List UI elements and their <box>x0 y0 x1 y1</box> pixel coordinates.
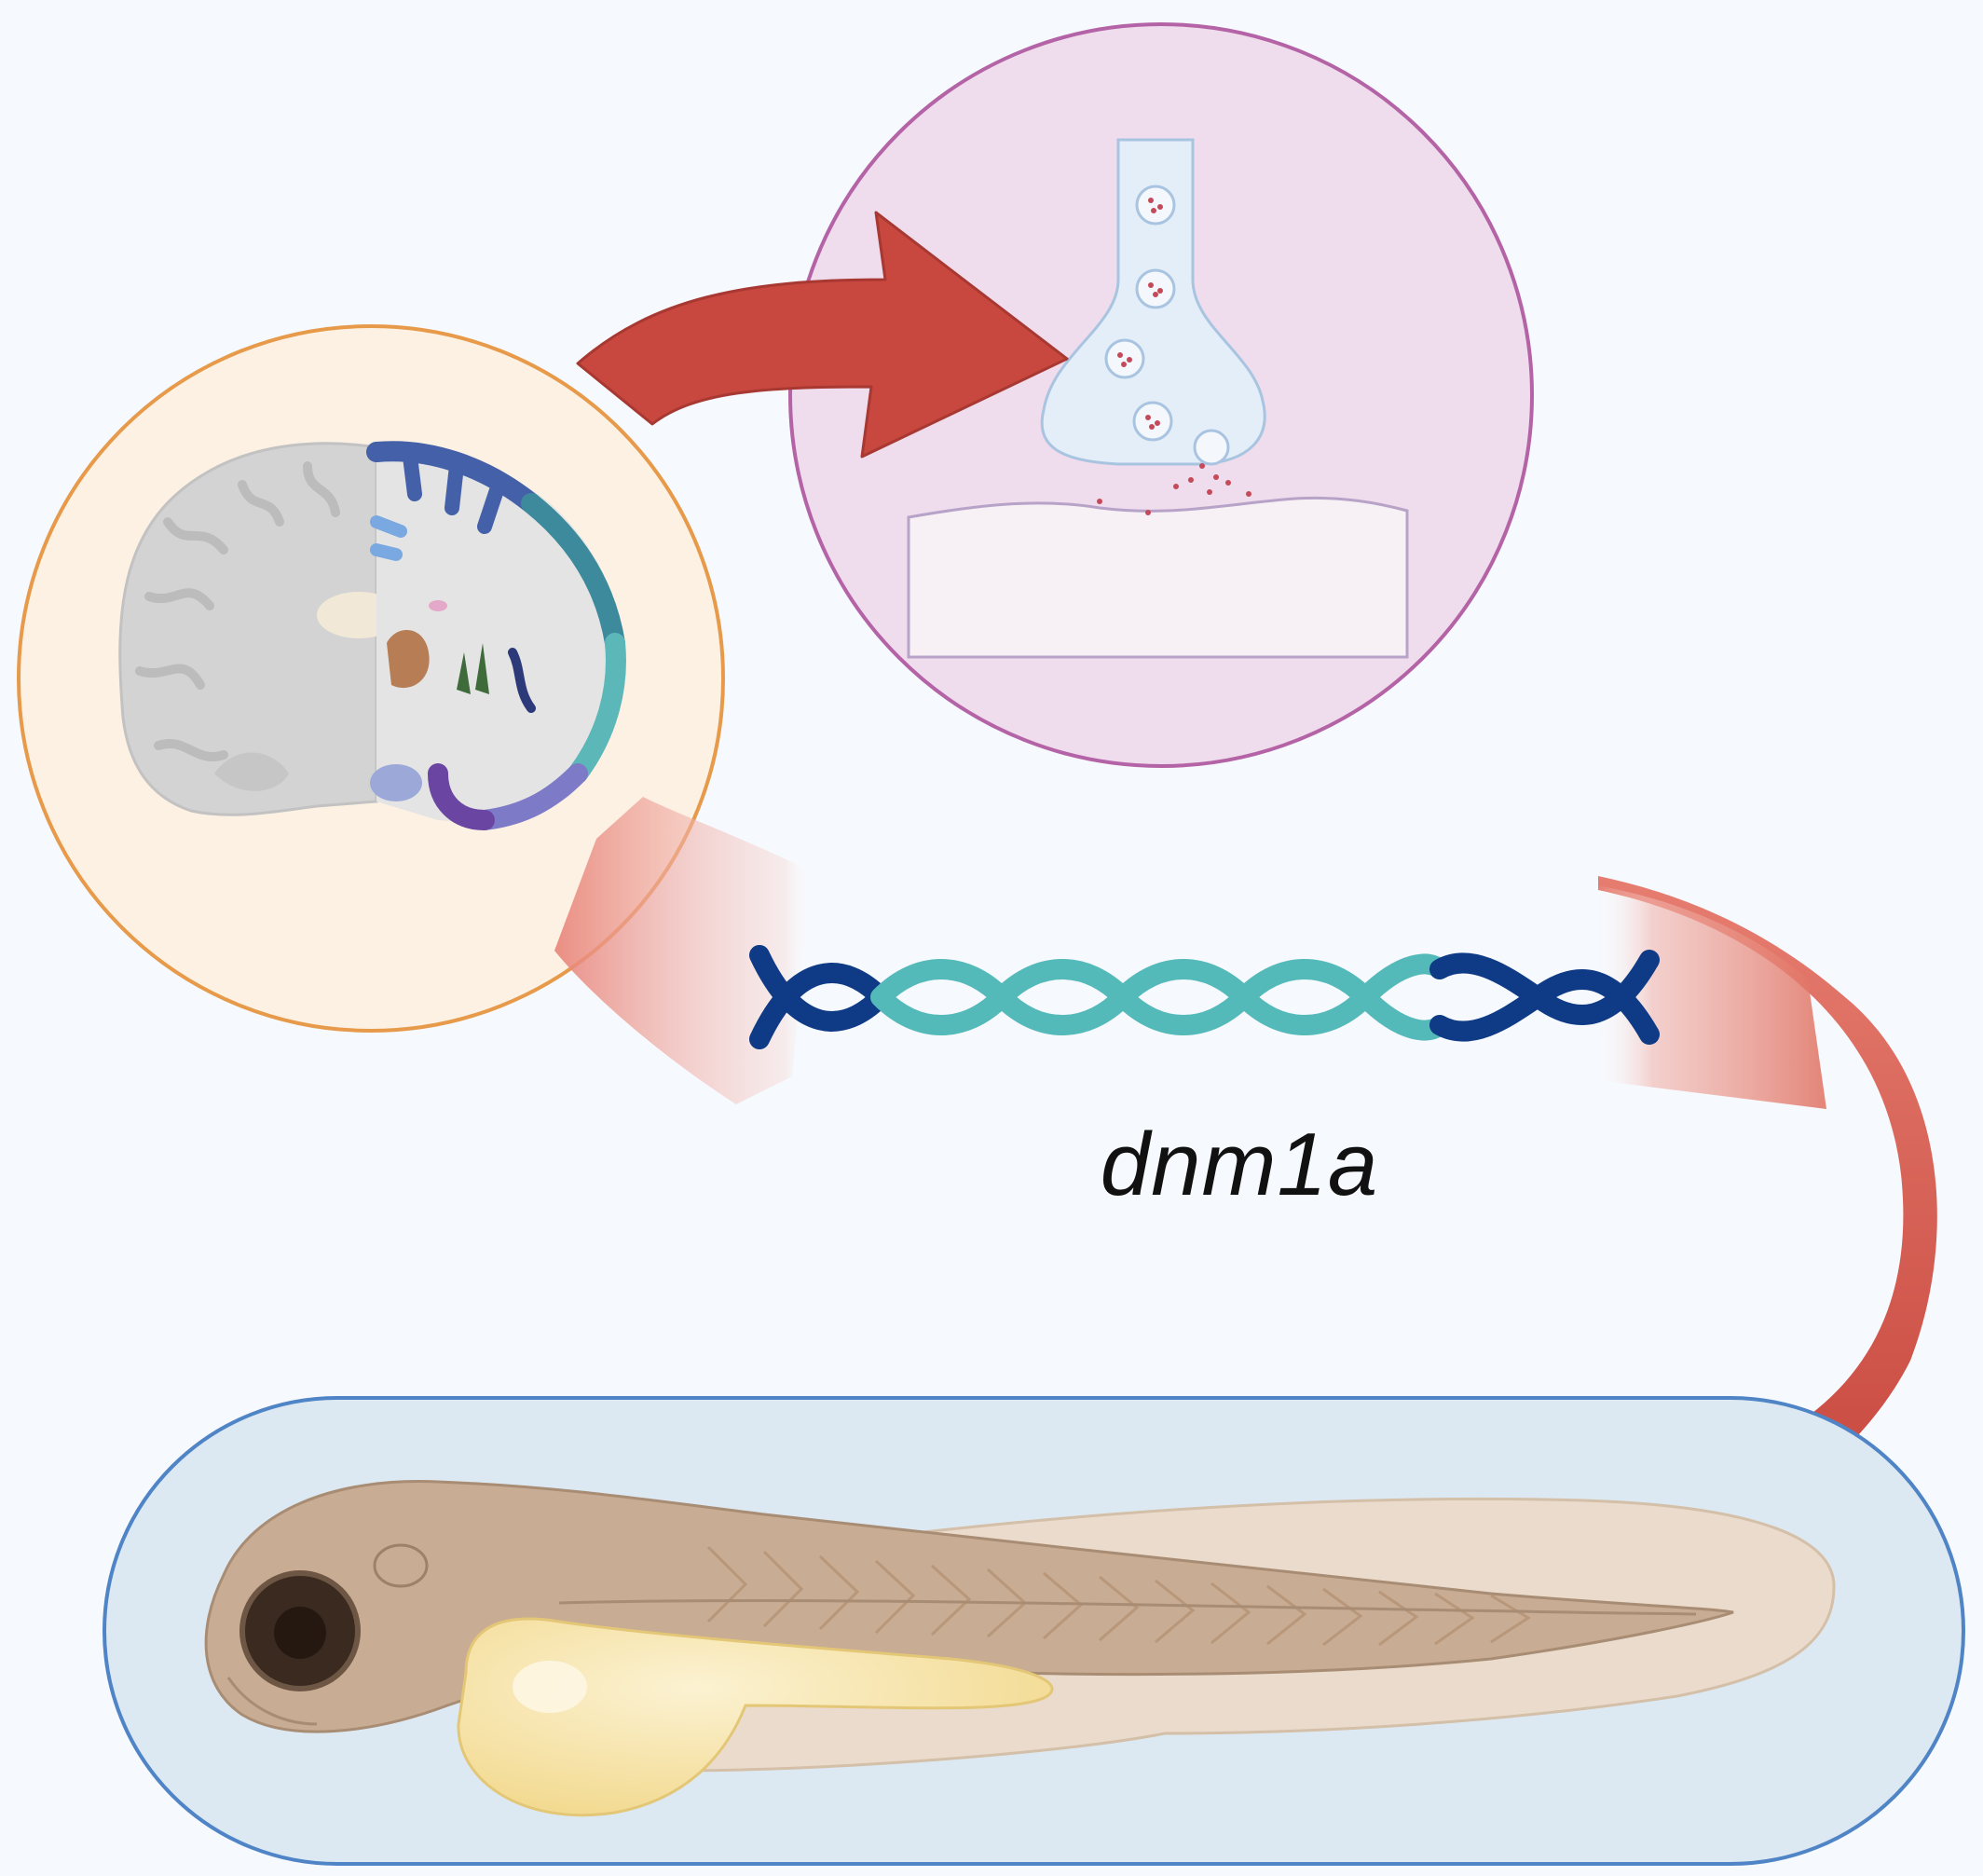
arrow-brain-to-gene <box>554 797 811 1104</box>
gene-label: dnm1a <box>1100 1115 1379 1214</box>
synaptic-terminal-icon <box>907 138 1409 659</box>
dna-helix-icon <box>749 945 1660 1049</box>
brain-coronal-section-icon <box>118 441 626 830</box>
zebrafish-larva-icon <box>204 1480 1836 1817</box>
arrow-gene-to-fish <box>1510 876 1937 1594</box>
arrow-brain-to-synapse <box>576 211 1069 459</box>
synapse-panel <box>788 22 1534 768</box>
brain-panel <box>17 324 725 1033</box>
